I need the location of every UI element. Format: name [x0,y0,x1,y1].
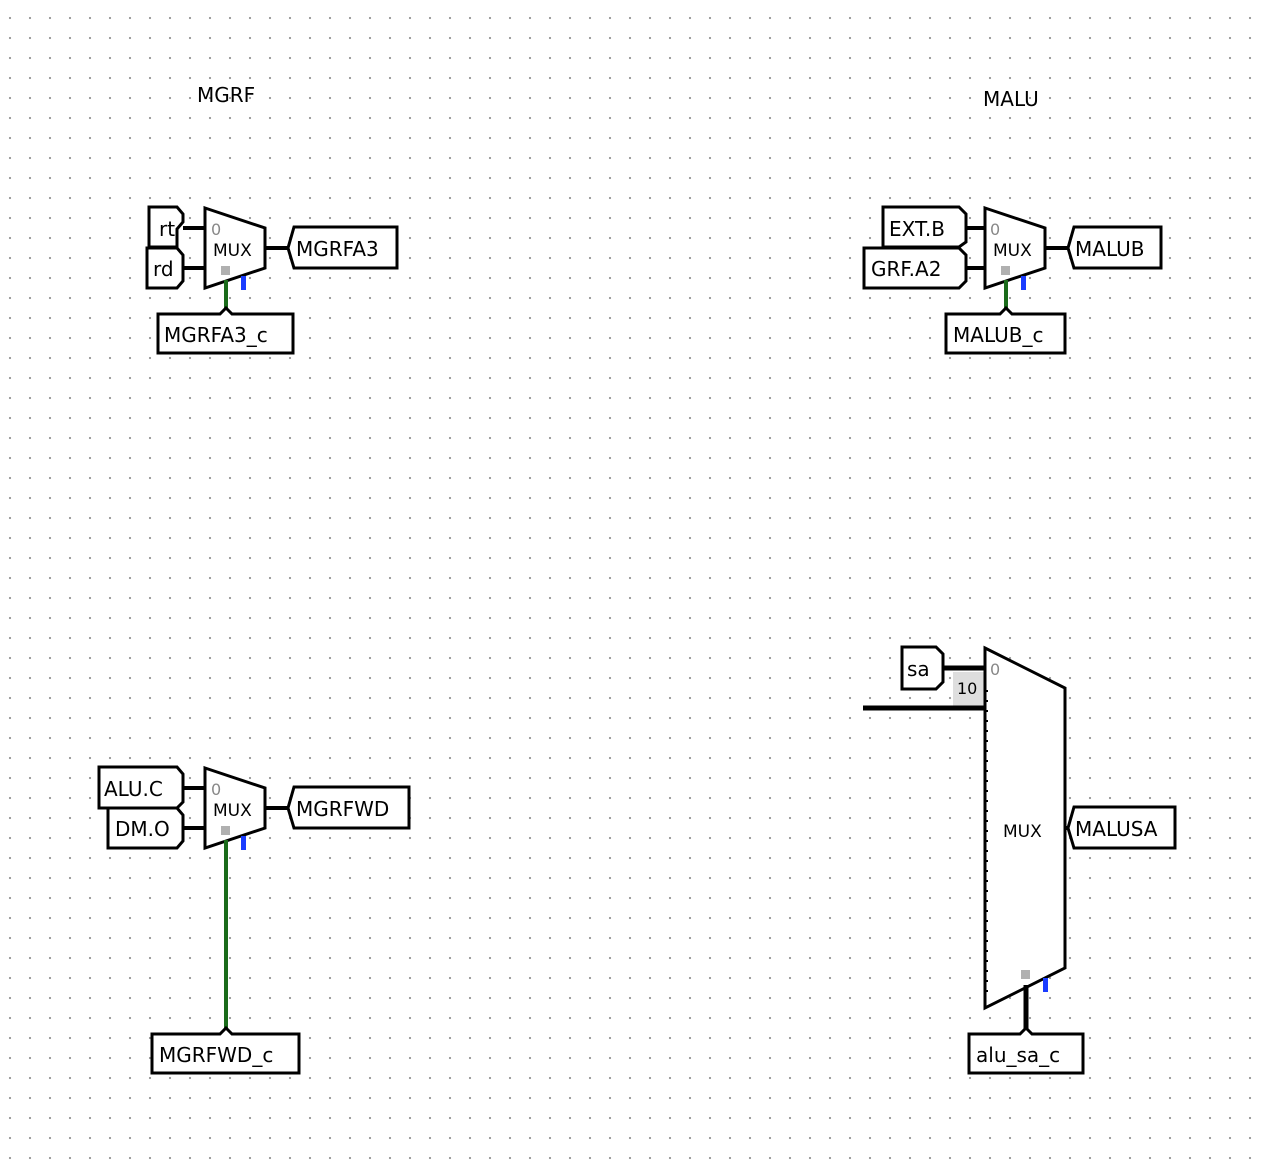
mux-malusa-label: MUX [1003,822,1042,842]
mux-mgrfa3-enable-pin[interactable] [241,276,246,290]
tunnel-mgrfwd[interactable] [286,785,411,830]
tunnel-alu-c-label: ALU.C [104,777,163,801]
mux-malusa-select-pin[interactable] [1021,970,1030,979]
tunnel-ext-b-label: EXT.B [889,217,945,241]
tunnel-alu-sa-c[interactable] [967,1025,1085,1075]
tunnel-grf-a2[interactable] [862,246,968,290]
section-title-mgrf: MGRF [197,83,255,107]
mux-malusa-enable-pin[interactable] [1043,978,1048,992]
mux-malub-index: 0 [990,220,1000,239]
tunnel-malub[interactable] [1066,225,1163,270]
mux-mgrfwd-select-pin[interactable] [221,826,230,835]
tunnel-mgrfwd-label: MGRFWD [296,797,389,821]
mux-mgrfwd-enable-pin[interactable] [241,836,246,850]
tunnel-mgrfwd-c[interactable] [150,1025,301,1075]
tunnel-malub-c[interactable] [944,305,1067,355]
tunnel-dm-o-label: DM.O [115,817,170,841]
tunnel-rd[interactable] [145,246,185,290]
bit-width-box [953,672,985,706]
tunnel-mgrfa3-c[interactable] [156,305,295,355]
mux-mgrfa3[interactable] [203,205,267,291]
mux-mgrfa3-label: MUX [213,241,252,261]
tunnel-rt-label: rt [159,217,175,241]
tunnel-sa-label: sa [907,657,930,681]
tunnel-mgrfwd-c-label: MGRFWD_c [159,1043,273,1067]
tunnel-mgrfa3[interactable] [286,225,399,270]
tunnel-dm-o[interactable] [106,806,185,850]
mux-malusa-group[interactable]: sa 10 0 MUX MALUSA alu_sa_c [863,645,1177,1075]
mux-malub-group[interactable]: EXT.B GRF.A2 0 MUX MALUB MALUB_c [862,205,1163,355]
mux-mgrfwd-index: 0 [211,780,221,799]
tunnel-malub-label: MALUB [1075,237,1144,261]
mux-malub-select-pin[interactable] [1001,266,1010,275]
mux-mgrfa3-index: 0 [211,220,221,239]
tunnel-sa[interactable] [900,645,945,691]
tunnel-mgrfa3-c-label: MGRFA3_c [164,323,268,347]
mux-mgrfwd-label: MUX [213,801,252,821]
mux-malusa-index: 0 [990,660,1000,679]
tunnel-alu-c[interactable] [97,765,185,810]
section-title-malu: MALU [983,87,1039,111]
mux-mgrfa3-group[interactable]: rt rd 0 MUX MGRFA3 MGRFA3_c [145,205,399,355]
mux-mgrfwd[interactable] [203,765,267,851]
mux-mgrfa3-select-pin[interactable] [221,266,230,275]
mux-mgrfwd-group[interactable]: ALU.C DM.O 0 MUX MGRFWD MGRFWD_c [97,765,411,1075]
mux-malub-label: MUX [993,241,1032,261]
tunnel-malusa[interactable] [1066,805,1177,850]
mux-malusa[interactable] [983,645,1067,1011]
tunnel-malub-c-label: MALUB_c [953,323,1043,347]
mux-malub-enable-pin[interactable] [1021,276,1026,290]
tunnel-grf-a2-label: GRF.A2 [871,257,941,281]
tunnel-alu-sa-c-label: alu_sa_c [976,1043,1060,1067]
tunnel-malusa-label: MALUSA [1075,817,1158,841]
tunnel-rd-label: rd [153,257,174,281]
bit-width-label: 10 [957,679,977,698]
mux-malub[interactable] [983,205,1047,291]
tunnel-mgrfa3-label: MGRFA3 [296,237,379,261]
